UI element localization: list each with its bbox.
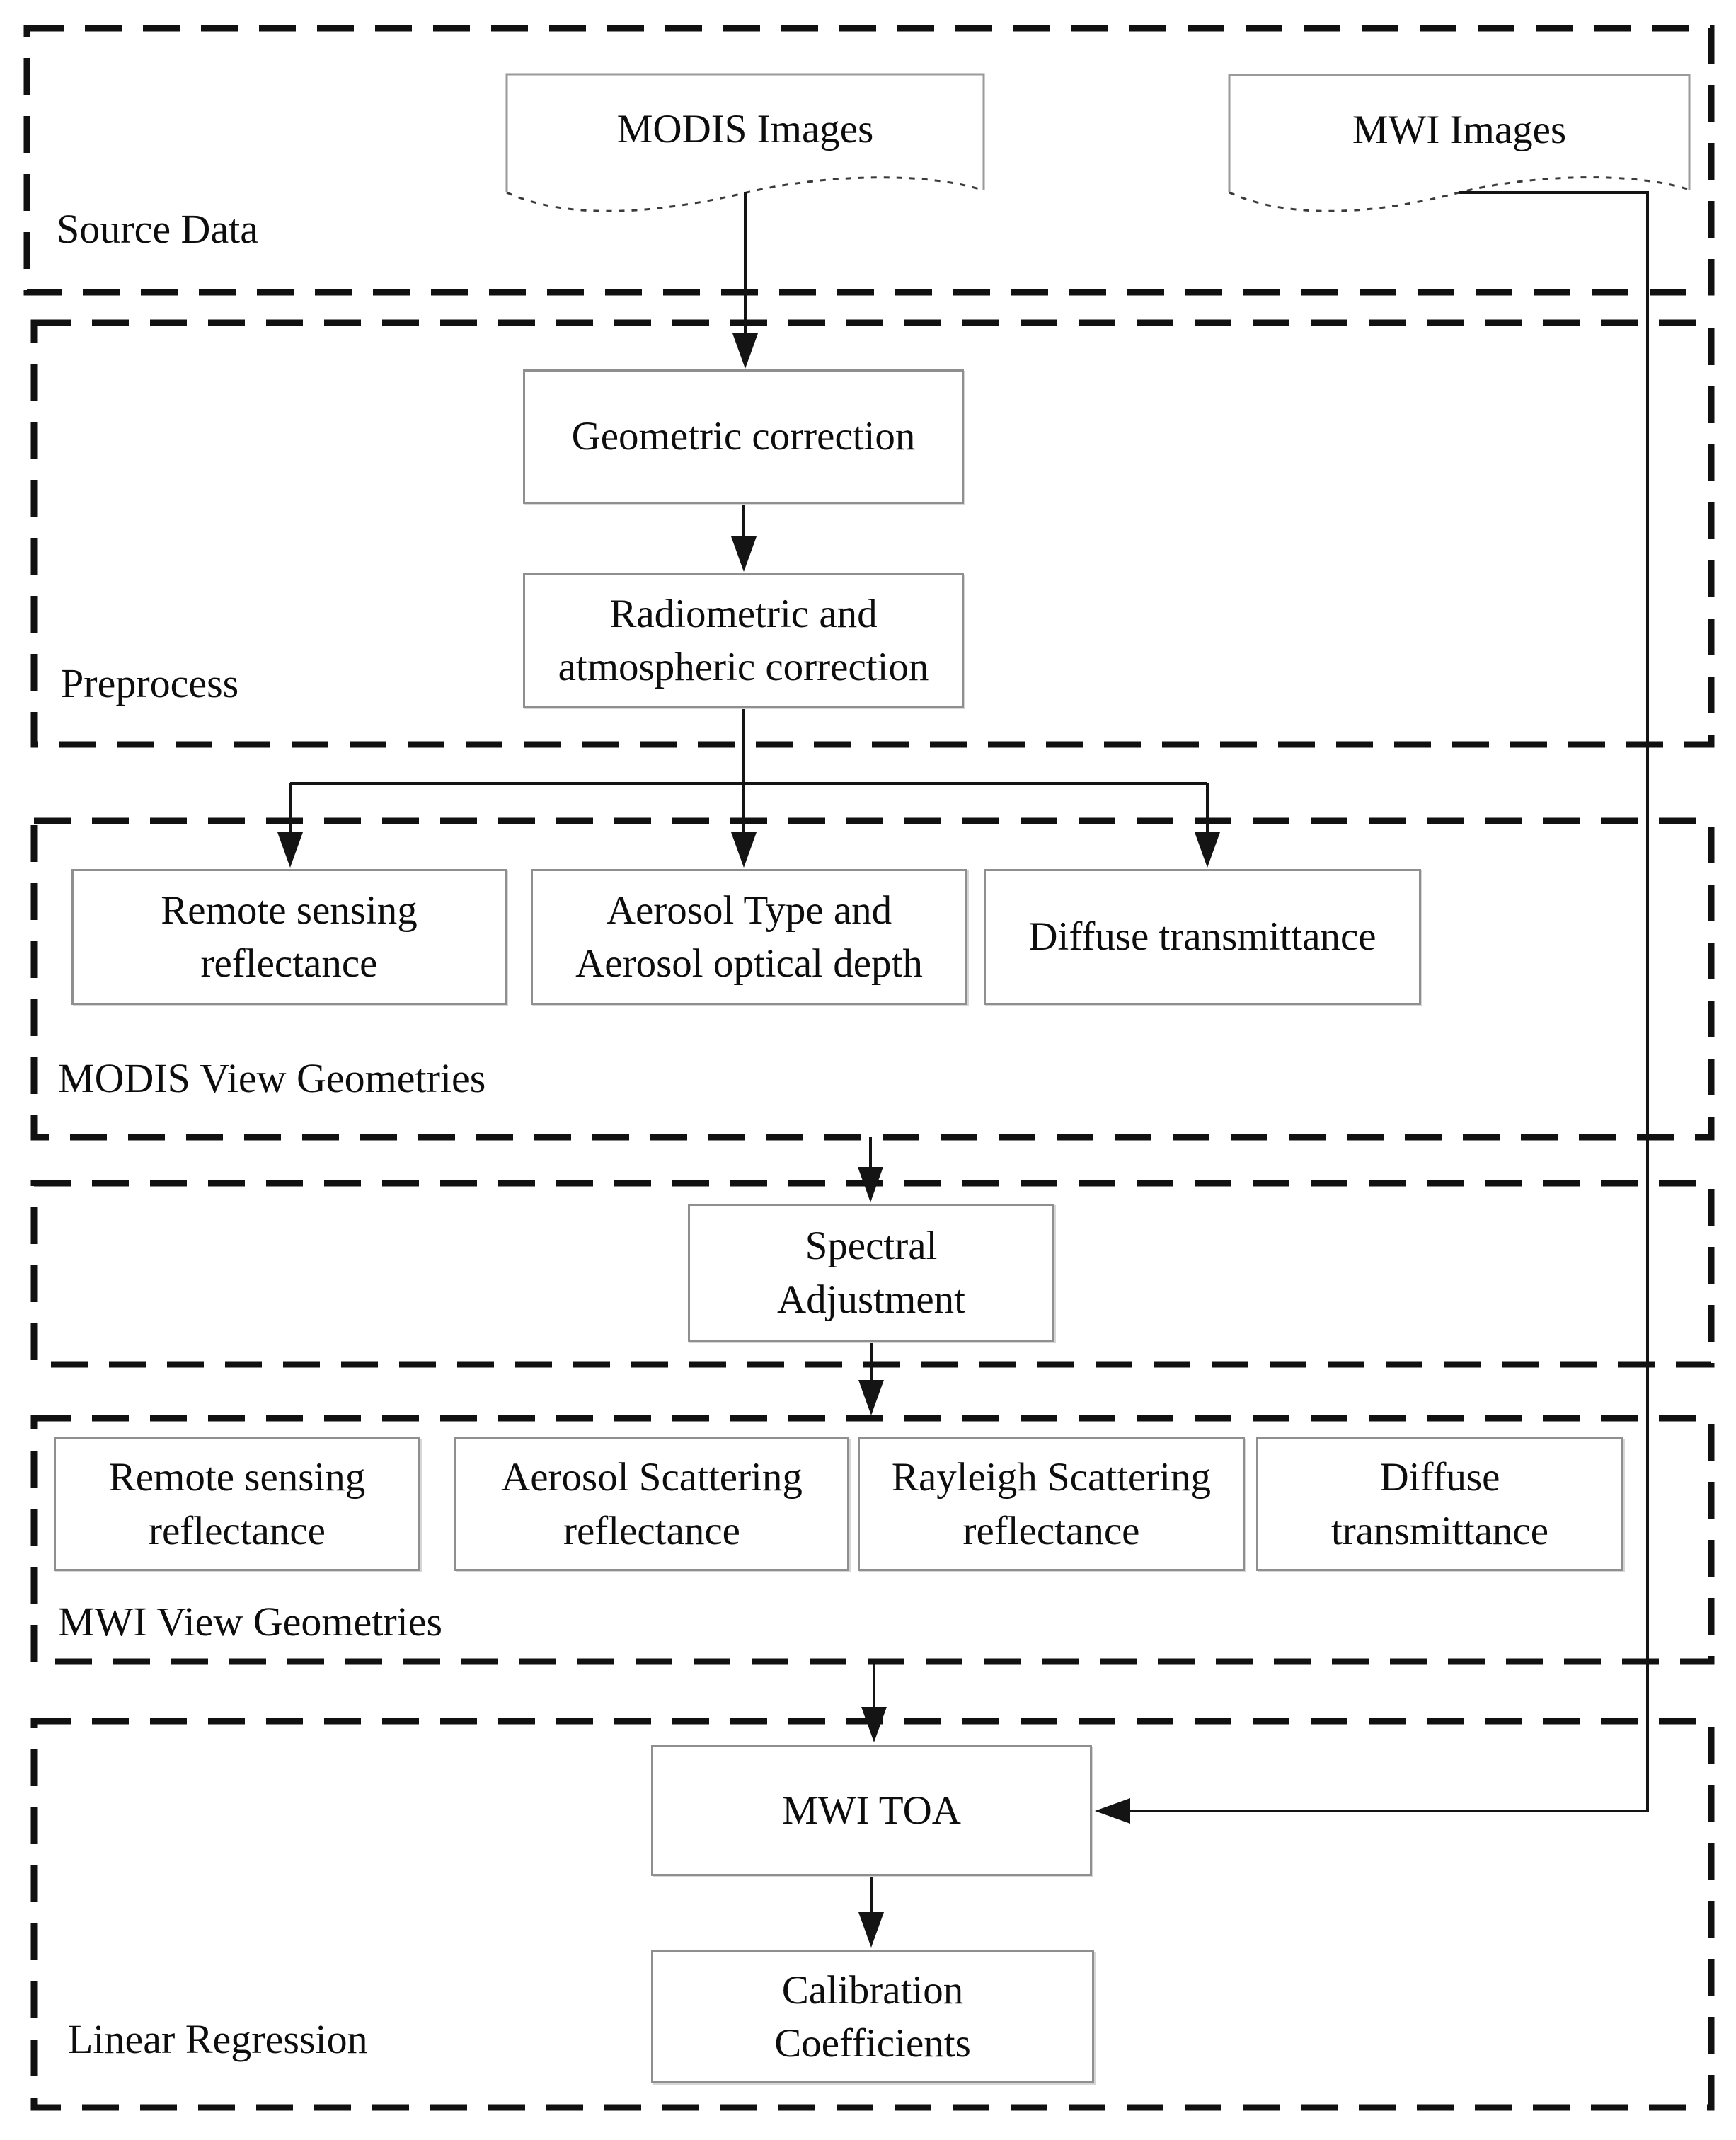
node-mwi-toa-label: MWI TOA: [782, 1788, 961, 1833]
node-mwi-diffuse-transmittance-label: Diffuse transmittance: [1330, 1455, 1549, 1553]
preprocess-section-frame: [30, 319, 1715, 748]
node-rayleigh-scattering-reflectance-label: Rayleigh Scattering reflectance: [891, 1455, 1212, 1553]
arrowhead-into-mwi-section: [858, 1380, 884, 1415]
connector-mwi-images-to-mwitoa: [1129, 191, 1649, 1812]
section-label-source-data: Source Data: [57, 206, 259, 252]
node-modis-remote-sensing-reflectance-label: Remote sensing reflectance: [161, 887, 418, 986]
node-spectral-adjustment-label: Spectral Adjustment: [777, 1224, 965, 1322]
node-modis-images: MODIS Images: [507, 78, 984, 180]
arrowhead-into-calibration: [858, 1912, 884, 1948]
arrowhead-into-radiometric: [731, 536, 757, 572]
node-mwi-remote-sensing-reflectance-label: Remote sensing reflectance: [108, 1455, 366, 1553]
node-rayleigh-scattering-reflectance: Rayleigh Scattering reflectance: [858, 1437, 1245, 1571]
node-calibration-coefficients: Calibration Coefficients: [651, 1950, 1094, 2083]
node-spectral-adjustment: Spectral Adjustment: [688, 1204, 1054, 1342]
node-aerosol-type-and-optical-depth-label: Aerosol Type and Aerosol optical depth: [575, 887, 923, 986]
node-mwi-remote-sensing-reflectance: Remote sensing reflectance: [54, 1437, 420, 1571]
node-mwi-images: MWI Images: [1229, 79, 1689, 181]
node-aerosol-scattering-reflectance-label: Aerosol Scattering reflectance: [501, 1455, 803, 1553]
node-geometric-correction-label: Geometric correction: [571, 414, 916, 459]
section-label-mwi-view-geometries: MWI View Geometries: [58, 1599, 443, 1645]
node-calibration-coefficients-label: Calibration Coefficients: [774, 1967, 971, 2066]
section-label-linear-regression: Linear Regression: [68, 2016, 368, 2062]
source-data-section-frame: [23, 25, 1715, 296]
arrowhead-into-spectral: [858, 1167, 883, 1202]
node-aerosol-scattering-reflectance: Aerosol Scattering reflectance: [454, 1437, 849, 1571]
section-label-preprocess: Preprocess: [61, 660, 239, 706]
arrowhead-into-mwitoa-right: [1095, 1798, 1130, 1824]
node-aerosol-type-and-optical-depth: Aerosol Type and Aerosol optical depth: [531, 869, 967, 1005]
node-mwi-diffuse-transmittance: Diffuse transmittance: [1256, 1437, 1623, 1571]
arrowhead-into-remote-sensing-modis: [277, 832, 303, 868]
arrowhead-into-aerosol-type: [731, 832, 757, 868]
arrowhead-into-mwitoa-top: [861, 1707, 887, 1742]
node-modis-diffuse-transmittance-label: Diffuse transmittance: [1028, 914, 1376, 960]
modis-view-geometries-section-frame: [30, 817, 1715, 1141]
connector-radiometric-split: [289, 708, 1209, 834]
arrowhead-into-diffuse-modis: [1195, 832, 1220, 868]
node-modis-remote-sensing-reflectance: Remote sensing reflectance: [71, 869, 507, 1005]
node-radiometric-atmospheric-correction-label: Radiometric and atmospheric correction: [558, 591, 929, 689]
arrowhead-into-geometric: [732, 333, 758, 369]
node-geometric-correction: Geometric correction: [523, 369, 964, 504]
node-radiometric-atmospheric-correction: Radiometric and atmospheric correction: [523, 573, 964, 708]
node-modis-images-label: MODIS Images: [616, 107, 874, 151]
section-label-modis-view-geometries: MODIS View Geometries: [58, 1055, 486, 1101]
node-mwi-images-label: MWI Images: [1352, 108, 1567, 152]
node-modis-diffuse-transmittance: Diffuse transmittance: [984, 869, 1421, 1005]
node-mwi-toa: MWI TOA: [651, 1745, 1092, 1876]
modis-images-document-shape: [505, 73, 985, 212]
